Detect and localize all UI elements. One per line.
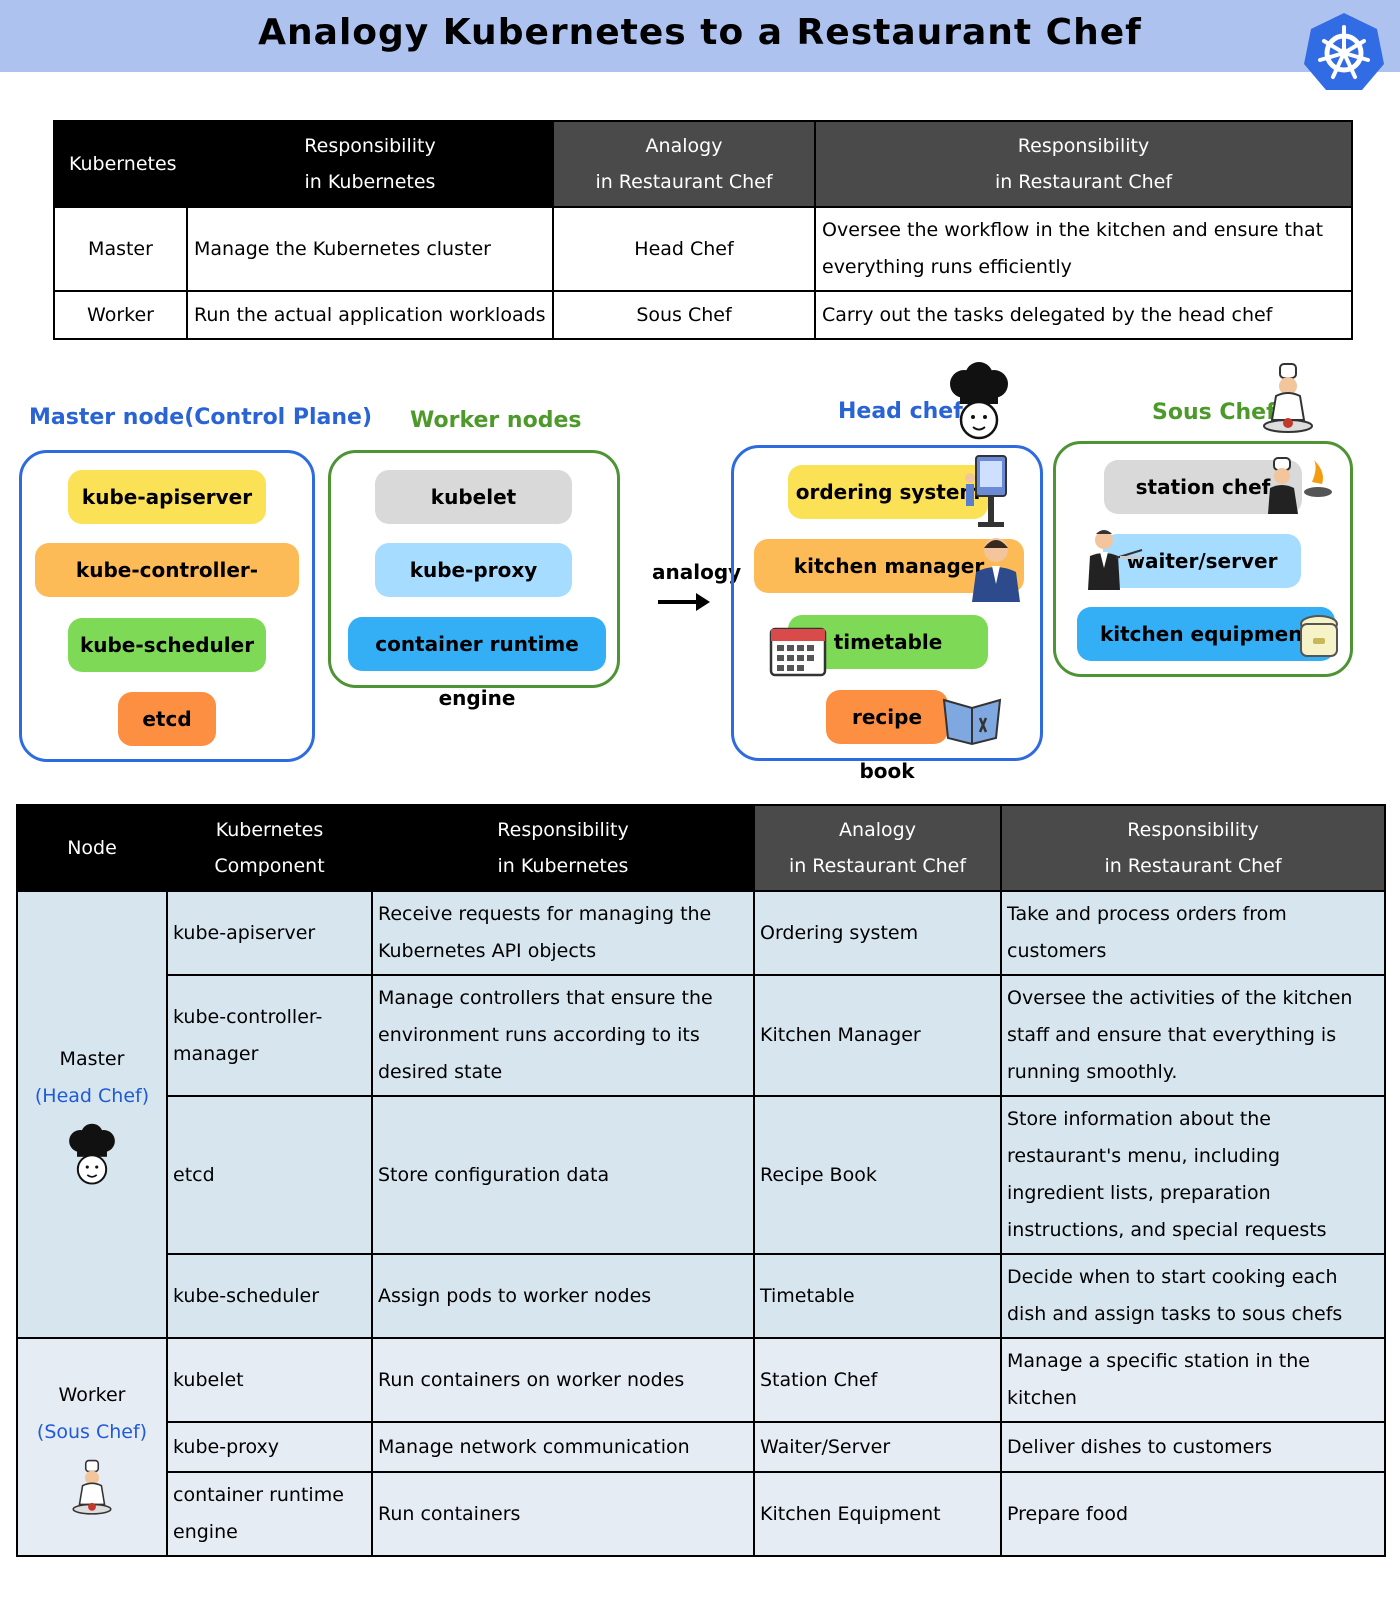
table-cell: Take and process orders from customers <box>1000 890 1386 976</box>
kiosk-icon <box>965 455 1007 527</box>
header-analogy: Analogy in Restaurant Chef <box>753 804 1002 892</box>
table-cell: Manage a specific station in the kitchen <box>1000 1337 1386 1423</box>
kubernetes-logo-icon <box>1304 13 1384 90</box>
cook-icon <box>1268 457 1332 514</box>
chef-hat-icon <box>950 362 1008 440</box>
table-cell: Store information about the restaurant's… <box>1000 1095 1386 1255</box>
title-banner <box>0 0 1400 72</box>
table-cell: container runtime engine <box>166 1471 373 1557</box>
header-responsibility-chef: Responsibility in Restaurant Chef <box>814 120 1353 208</box>
worker-nodes-box <box>328 450 620 688</box>
kube-apiserver-pill: kube-apiserver <box>68 470 266 524</box>
kitchen-equipment-pill: kitchen equipment <box>1077 607 1335 661</box>
table-cell: kube-proxy <box>166 1421 373 1473</box>
arrow-right-icon <box>658 593 710 611</box>
table-cell: Recipe Book <box>753 1095 1002 1255</box>
calendar-icon <box>769 627 827 677</box>
etcd-pill: etcd <box>118 692 216 746</box>
table-cell: Head Chef <box>552 206 816 292</box>
table-cell: Oversee the activities of the kitchen st… <box>1000 974 1386 1097</box>
table-cell: Carry out the tasks delegated by the hea… <box>814 290 1353 340</box>
worker-nodes-label: Worker nodes <box>410 408 582 433</box>
sous-chef-box <box>1053 441 1353 677</box>
sous-chef-label: Sous Chef <box>1152 400 1276 425</box>
table-cell: etcd <box>166 1095 373 1255</box>
table-row: container runtime engine Run containers … <box>17 1471 1386 1557</box>
header-analogy: Analogy in Restaurant Chef <box>552 120 816 208</box>
table-cell: Manage the Kubernetes cluster <box>186 206 554 292</box>
table-cell: Master <box>53 206 188 292</box>
table-row: kube-scheduler Assign pods to worker nod… <box>17 1253 1386 1339</box>
recipe-book-icon <box>942 698 1002 746</box>
header-component: Kubernetes Component <box>166 804 373 892</box>
waiter-icon <box>1088 530 1143 590</box>
chef-hat-icon <box>69 1123 115 1185</box>
kube-scheduler-pill: kube-scheduler <box>68 618 266 672</box>
table-cell: Receive requests for managing the Kubern… <box>371 890 755 976</box>
node-name: Worker <box>58 1384 126 1406</box>
waiter-server-pill: waiter/server <box>1103 534 1301 588</box>
table-row: kube-proxy Manage network communication … <box>17 1421 1386 1473</box>
table-row: Worker (Sous Chef) kubelet Run container… <box>16 1337 1386 1557</box>
table-cell: Sous Chef <box>552 290 816 340</box>
table-cell: kubelet <box>166 1337 373 1423</box>
table-cell: kube-scheduler <box>166 1253 373 1339</box>
station-chef-pill: station chef <box>1104 460 1302 514</box>
master-node-label: Master node(Control Plane) <box>29 405 373 430</box>
table-row: Worker Run the actual application worklo… <box>53 290 1353 340</box>
table-row: Master Manage the Kubernetes cluster Hea… <box>53 206 1353 292</box>
node-name: Master <box>59 1047 125 1070</box>
page-title: Analogy Kubernetes to a Restaurant Chef <box>258 12 1142 53</box>
table-cell: Assign pods to worker nodes <box>371 1253 755 1339</box>
table-cell: Prepare food <box>1000 1471 1386 1557</box>
worker-node-cell: Worker (Sous Chef) <box>16 1337 168 1557</box>
table-row: Master (Head Chef) kube-apiserver Receiv… <box>16 890 1386 1339</box>
table-cell: Ordering system <box>753 890 1002 976</box>
kube-controller-manager-pill: kube-controller-manager <box>35 543 299 636</box>
manager-icon <box>972 538 1020 602</box>
header-kubernetes: Kubernetes <box>53 120 188 208</box>
recipe-book-pill: recipe book <box>826 690 948 783</box>
table-row: kube-controller-manager Manage controlle… <box>17 974 1386 1097</box>
table-cell: Store configuration data <box>371 1095 755 1255</box>
container-runtime-engine-pill: container runtime engine <box>348 617 606 710</box>
table-cell: Run the actual application workloads <box>186 290 554 340</box>
table-cell: Run containers <box>371 1471 755 1557</box>
header-responsibility-k8s: Responsibility in Kubernetes <box>371 804 755 892</box>
table-cell: Kitchen Equipment <box>753 1471 1002 1557</box>
table-cell: Worker <box>53 290 188 340</box>
kubelet-pill: kubelet <box>375 470 572 524</box>
table-cell: Manage controllers that ensure the envir… <box>371 974 755 1097</box>
table-cell: Deliver dishes to customers <box>1000 1421 1386 1473</box>
node-sub: (Head Chef) <box>34 1084 150 1107</box>
detail-table: Node Kubernetes Component Responsibility… <box>16 804 1386 1557</box>
table-cell: Decide when to start cooking each dish a… <box>1000 1253 1386 1339</box>
table-cell: Manage network communication <box>371 1421 755 1473</box>
master-node-cell: Master (Head Chef) <box>16 890 168 1339</box>
table-cell: Kitchen Manager <box>753 974 1002 1097</box>
header-responsibility-chef: Responsibility in Restaurant Chef <box>1000 804 1386 892</box>
table-cell: Timetable <box>753 1253 1002 1339</box>
head-chef-label: Head chef <box>838 399 963 424</box>
summary-table: Kubernetes Responsibility in Kubernetes … <box>53 120 1353 340</box>
table-row: etcd Store configuration data Recipe Boo… <box>17 1095 1386 1255</box>
table-cell: Station Chef <box>753 1337 1002 1423</box>
analogy-label: analogy <box>652 560 742 584</box>
table-cell: Oversee the workflow in the kitchen and … <box>814 206 1353 292</box>
table-cell: kube-apiserver <box>166 890 373 976</box>
table-cell: Run containers on worker nodes <box>371 1337 755 1423</box>
header-responsibility-k8s: Responsibility in Kubernetes <box>186 120 554 208</box>
master-node-box <box>19 450 315 762</box>
sous-chef-icon <box>72 1459 112 1515</box>
kube-proxy-pill: kube-proxy <box>375 543 572 597</box>
table-cell: kube-controller-manager <box>166 974 373 1097</box>
head-chef-box <box>731 445 1043 761</box>
node-sub: (Sous Chef) <box>36 1421 148 1443</box>
header-node: Node <box>16 804 168 892</box>
table-cell: Waiter/Server <box>753 1421 1002 1473</box>
ordering-system-pill: ordering system <box>788 465 988 519</box>
rice-cooker-icon <box>1300 615 1338 657</box>
sous-chef-icon <box>1263 363 1313 433</box>
